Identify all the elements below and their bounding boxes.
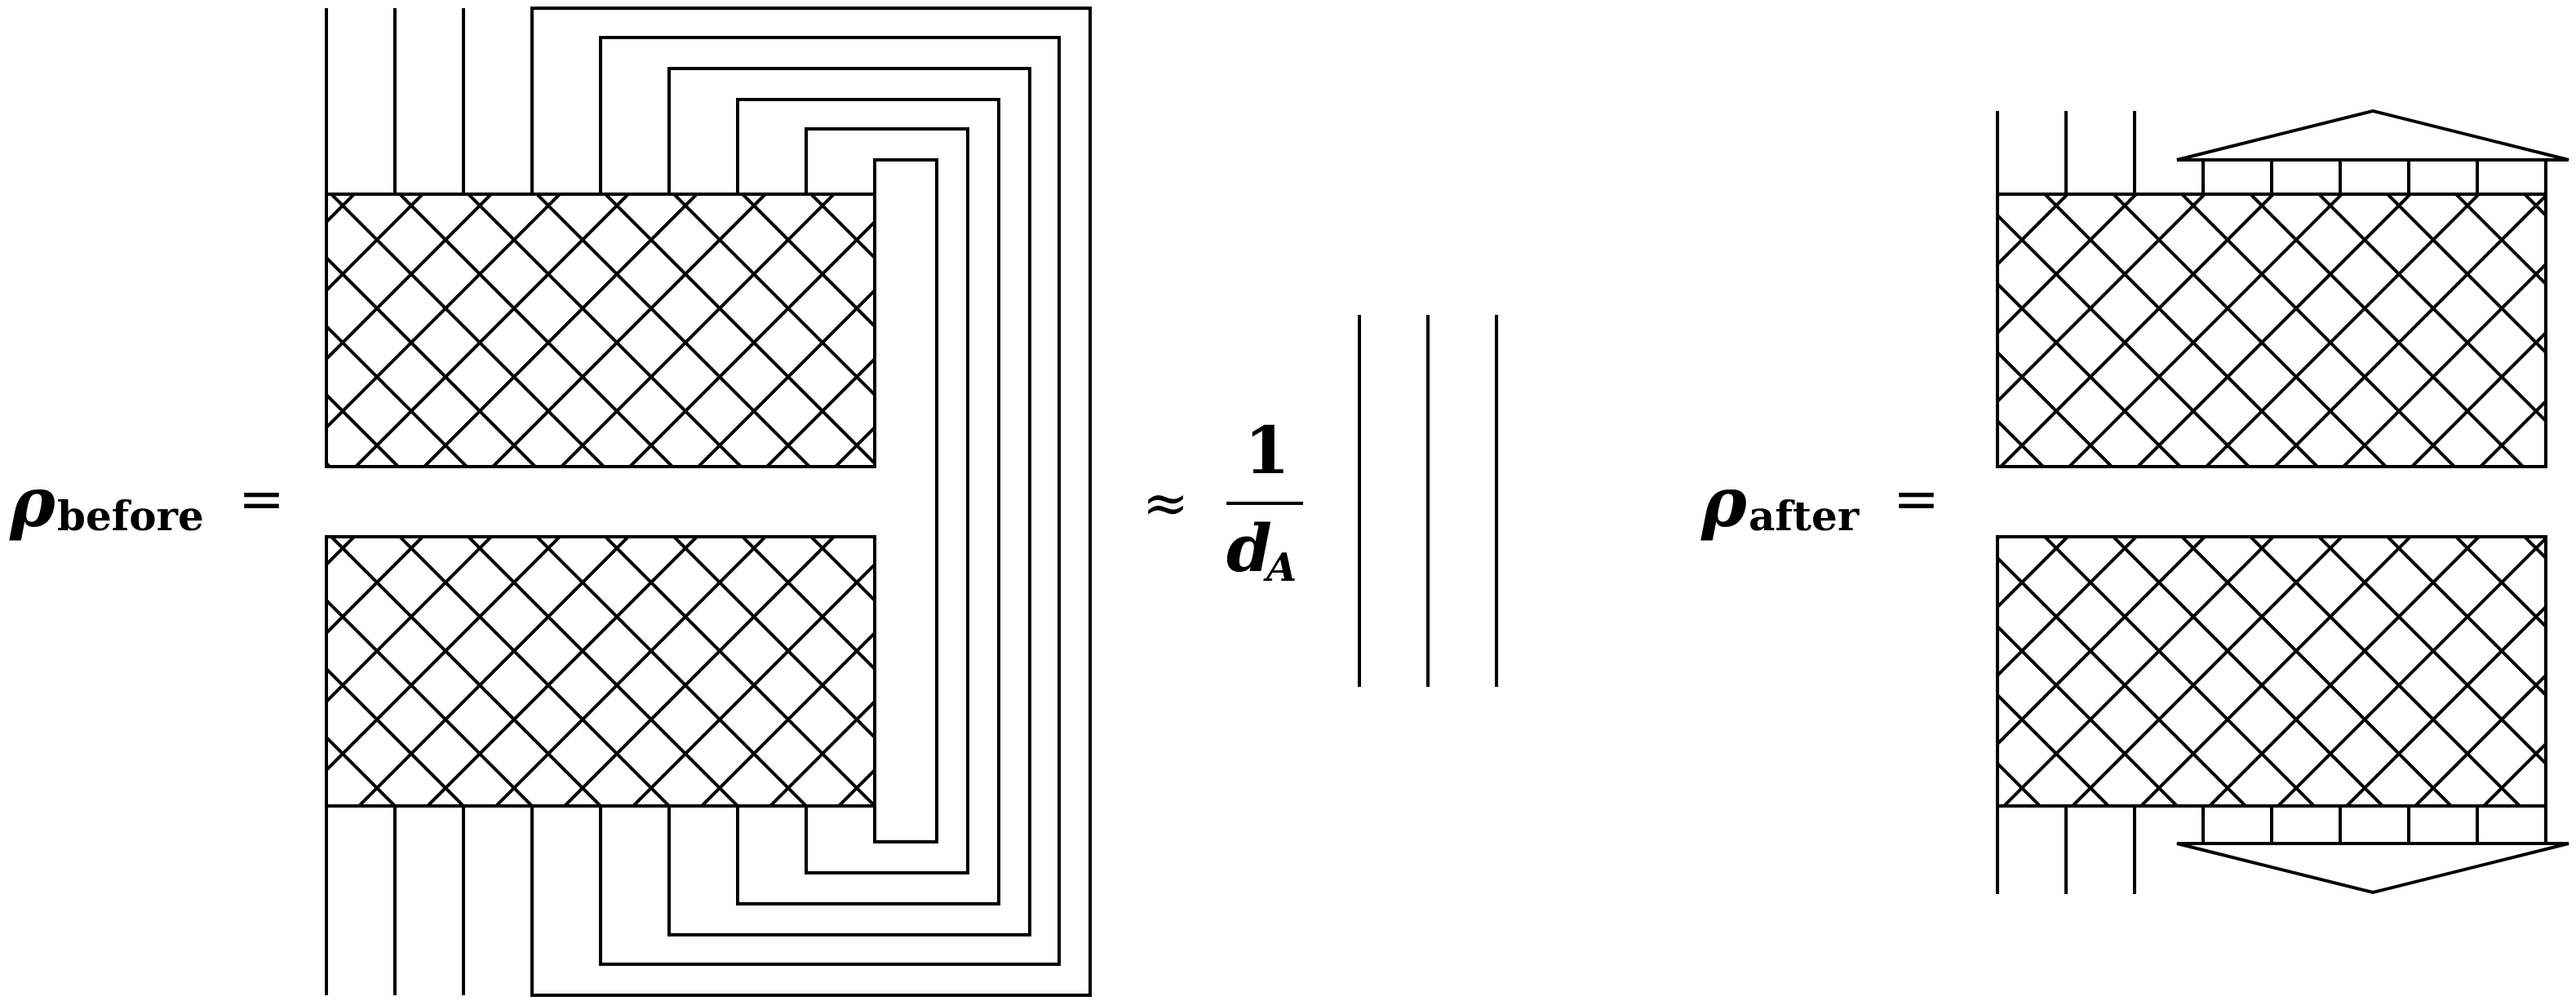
after-diagram xyxy=(1996,108,2569,895)
before-diagram xyxy=(325,7,1092,997)
loop-5 xyxy=(805,127,969,874)
fraction-denominator-subscript: A xyxy=(1263,545,1297,591)
loop-2 xyxy=(599,36,1061,966)
top-hatched-block xyxy=(325,193,876,468)
approx-sign: ≈ xyxy=(1142,472,1189,536)
rho-subscript-before: before xyxy=(57,492,204,540)
fraction-denominator-d: d xyxy=(1226,510,1272,587)
equals-sign-after: = xyxy=(1893,467,1940,532)
rho-symbol: ρ xyxy=(9,462,56,542)
fraction-numerator: 1 xyxy=(1244,412,1290,489)
loop-6 xyxy=(873,158,938,843)
fraction: 1 d A xyxy=(1226,412,1303,591)
rho-before-label: ρ before = xyxy=(9,462,285,542)
loop-4 xyxy=(736,98,1000,905)
equals-sign-before: = xyxy=(238,467,285,532)
top-triangle-tensor xyxy=(2176,108,2569,194)
rho-after-label: ρ after = xyxy=(1700,462,1940,542)
loop-1 xyxy=(530,7,1092,997)
identity-lines xyxy=(1358,315,1498,687)
after-open-top-legs xyxy=(1996,111,2136,194)
rho-subscript-after: after xyxy=(1749,492,1860,540)
loop-3 xyxy=(667,67,1031,936)
contracted-loops xyxy=(530,7,1092,997)
approximation-term: ≈ 1 d A xyxy=(1142,315,1498,687)
open-top-legs xyxy=(325,8,465,194)
after-top-hatched-block xyxy=(1996,193,2547,468)
bottom-hatched-block xyxy=(325,535,876,808)
after-open-bottom-legs xyxy=(1996,806,2136,894)
bottom-triangle-tensor xyxy=(2176,806,2569,895)
rho-symbol-after: ρ xyxy=(1700,462,1748,542)
after-bottom-hatched-block xyxy=(1996,535,2547,808)
open-bottom-legs xyxy=(325,806,465,995)
